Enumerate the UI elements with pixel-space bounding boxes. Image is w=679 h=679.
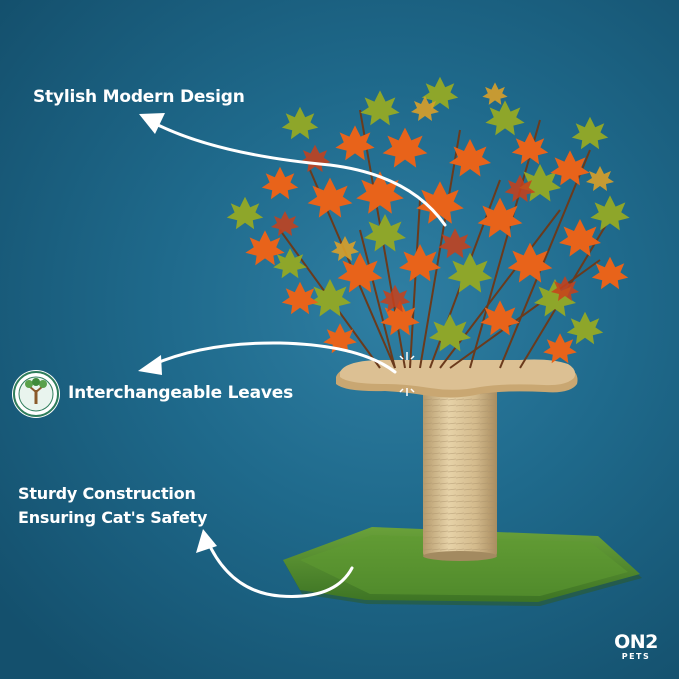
callout-interchangeable-leaves: Interchangeable Leaves [68,383,294,403]
callout-sturdy-line1: Sturdy Construction [18,484,196,503]
callout-stylish-design: Stylish Modern Design [33,87,245,107]
sisal-post [423,385,497,561]
interchangeable-leaves-badge-icon [12,370,60,418]
brand-logo-text: ON2 [614,631,658,653]
sparkle-mark [399,352,415,396]
callout-sturdy-line2: Ensuring Cat's Safety [18,508,208,527]
grass-base [283,527,642,606]
platform [336,359,578,398]
brand-logo: ON2 PETS [606,632,666,668]
callout-sturdy-construction: Sturdy Construction Ensuring Cat's Safet… [18,482,207,530]
brand-sub-text: PETS [621,652,651,661]
